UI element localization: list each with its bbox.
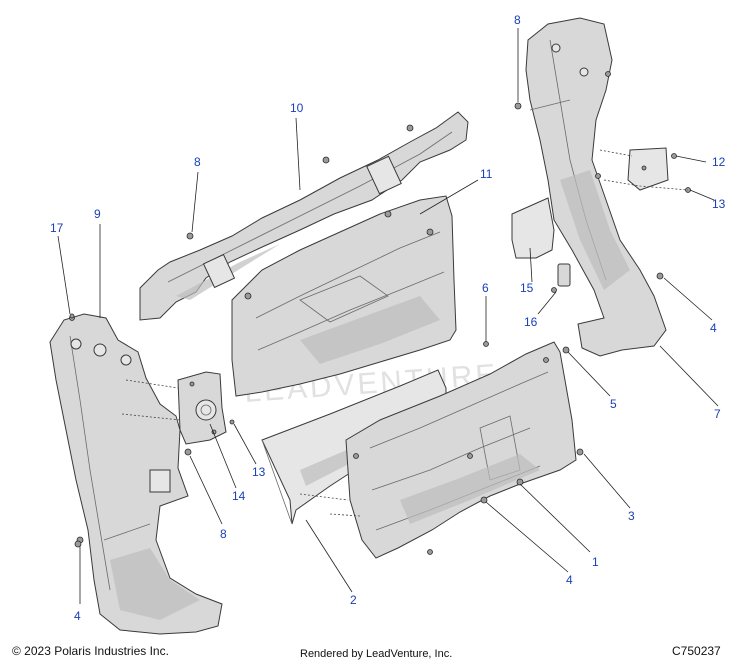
part-7-right-pillar [525,17,667,357]
callout-11: 11 [480,167,493,181]
callout-10: 10 [290,101,304,115]
callout-9: 9 [94,207,101,221]
callout-4-left: 4 [74,609,81,623]
callout-14: 14 [232,489,246,503]
part-9-left-pillar [49,313,223,635]
callout-4-bottom: 4 [566,573,573,587]
callout-3: 3 [628,509,635,523]
callout-8-top: 8 [514,13,521,27]
drawing-id: C750237 [672,644,721,658]
callout-7: 7 [714,407,721,421]
callout-2: 2 [350,593,357,607]
part-1-main-rear-panel [345,341,577,559]
leader-lines [57,28,719,604]
callout-15: 15 [520,281,534,295]
callout-13-left: 13 [252,465,266,479]
callout-1: 1 [592,555,599,569]
part-10-upper-crossbar [139,111,469,321]
assembly-dash-lines [121,149,689,517]
rendered-by-credit: Rendered by LeadVenture, Inc. [300,648,453,660]
part-16-clip [551,263,571,293]
callout-5: 5 [610,397,617,411]
part-11-rear-upper-panel [231,195,457,397]
part-12-bracket [627,147,669,191]
callout-labels: 1 2 3 4 4 4 5 6 7 8 8 8 9 10 11 12 13 13… [50,13,726,623]
callout-8-upper-left: 8 [194,155,201,169]
callout-8-lower: 8 [220,527,227,541]
callout-6: 6 [482,281,489,295]
callout-13-right: 13 [712,197,726,211]
callout-16: 16 [524,315,538,329]
callout-4-right: 4 [710,321,717,335]
callout-12: 12 [712,155,726,169]
part-15-shield [511,197,555,259]
callout-17: 17 [50,221,64,235]
part-14-mount-bracket [177,371,227,445]
copyright-notice: © 2023 Polaris Industries Inc. [12,644,169,658]
